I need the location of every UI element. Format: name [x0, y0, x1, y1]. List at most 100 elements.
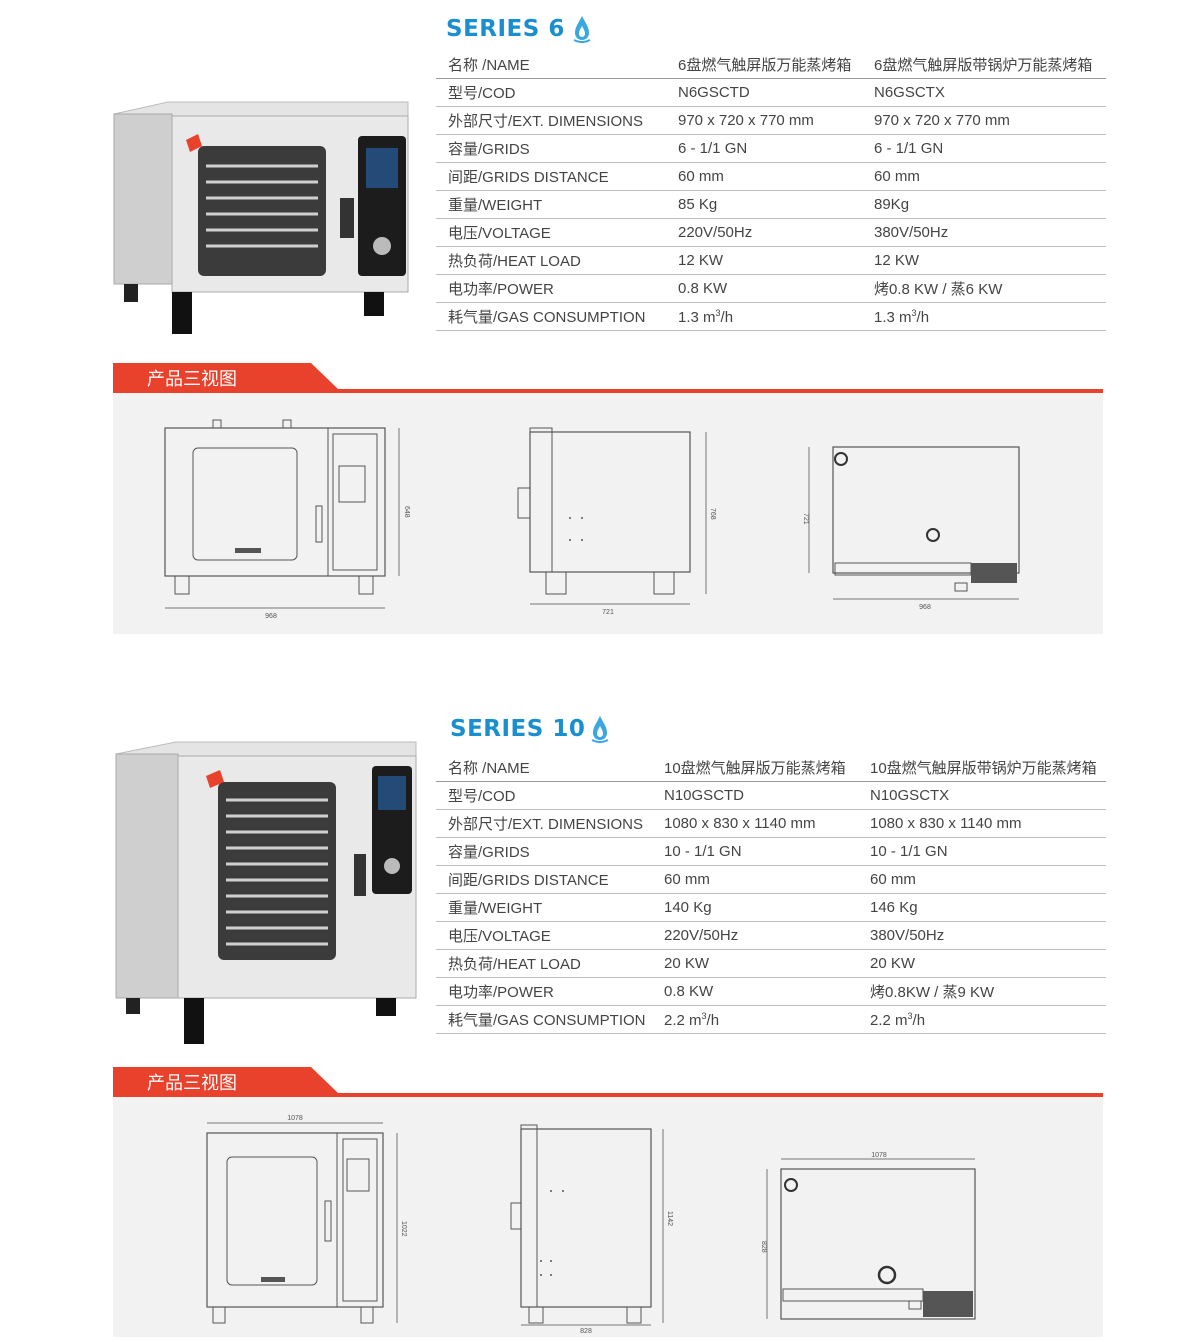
spec-value-text: 6 - 1/1 GN [678, 140, 748, 157]
spec-value: 1080 x 830 x 1140 mm [858, 809, 1106, 838]
spec-label: 名称 /NAME [436, 51, 666, 79]
unit-superscript: 3 [911, 307, 917, 318]
spec-value-text: 20 KW [870, 955, 916, 972]
spec-value-text: 12 KW [874, 252, 920, 269]
series6-front-width-label: 968 [265, 613, 277, 618]
spec-value: 140 Kg [652, 893, 858, 922]
spec-value: 12 KW [666, 246, 862, 275]
series10-header: SERIES 10 [450, 714, 611, 744]
spec-value-text: 6 - 1/1 GN [874, 140, 944, 157]
series10-banner-title: 产品三视图 [147, 1073, 237, 1094]
spec-value-text: N6GSCTX [874, 84, 945, 101]
spec-value: 220V/50Hz [666, 218, 862, 247]
spec-value: 60 mm [666, 162, 862, 191]
series10-side-height-label: 1142 [666, 1211, 673, 1226]
spec-value-text: 85 Kg [678, 196, 718, 213]
spec-value-text: N10GSCTD [664, 787, 745, 804]
spec-value-text: 10盘燃气触屏版带锅炉万能蒸烤箱 [870, 760, 1097, 777]
series10-top-depth-label: 828 [760, 1241, 767, 1253]
series10-top-width-label: 1078 [871, 1152, 887, 1159]
spec-label-text: 耗气量/GAS CONSUMPTION [448, 1012, 646, 1029]
series10-top-view: 1078 828 [760, 1152, 976, 1320]
series6-header: SERIES 6 [446, 14, 593, 44]
series6-side-view: 721 768 [517, 427, 716, 616]
spec-value: 380V/50Hz [858, 921, 1106, 950]
spec-value-text: 60 mm [874, 168, 920, 185]
unit-superscript: 3 [907, 1010, 913, 1021]
spec-label: 间距/GRIDS DISTANCE [436, 162, 666, 191]
spec-value-text: 60 mm [678, 168, 724, 185]
spec-label: 重量/WEIGHT [436, 190, 666, 219]
spec-row: 热负荷/HEAT LOAD 12 KW 12 KW [436, 246, 1106, 275]
spec-row: 间距/GRIDS DISTANCE 60 mm 60 mm [436, 162, 1106, 191]
spec-label-text: 外部尺寸/EXT. DIMENSIONS [448, 816, 644, 833]
spec-value: 6 - 1/1 GN [666, 134, 862, 163]
spec-row: 重量/WEIGHT 85 Kg 89Kg [436, 190, 1106, 219]
spec-label: 外部尺寸/EXT. DIMENSIONS [436, 106, 666, 135]
spec-label: 电压/VOLTAGE [436, 218, 666, 247]
spec-label-text: 容量/GRIDS [448, 844, 530, 861]
spec-value: 12 KW [862, 246, 1106, 275]
spec-row: 间距/GRIDS DISTANCE 60 mm 60 mm [436, 865, 1106, 894]
series6-drawings-panel: 968 648 721 768 968 721 [113, 393, 1103, 634]
spec-value-text: 20 KW [664, 955, 710, 972]
spec-value: 1080 x 830 x 1140 mm [652, 809, 858, 838]
spec-label-text: 间距/GRIDS DISTANCE [448, 872, 609, 889]
spec-value: 1.3 m3/h [862, 302, 1106, 331]
spec-value: 146 Kg [858, 893, 1106, 922]
spec-value-text: 60 mm [870, 871, 916, 888]
spec-value: 2.2 m3/h [858, 1005, 1106, 1034]
series6-title: SERIES 6 [446, 16, 565, 42]
spec-value: 85 Kg [666, 190, 862, 219]
spec-value: N6GSCTX [862, 78, 1106, 107]
spec-row: 外部尺寸/EXT. DIMENSIONS 1080 x 830 x 1140 mm… [436, 809, 1106, 838]
spec-label-text: 热负荷/HEAT LOAD [448, 956, 581, 973]
spec-label-text: 电功率/POWER [448, 984, 554, 1001]
spec-label-text: 外部尺寸/EXT. DIMENSIONS [448, 113, 644, 130]
series6-front-height-label: 648 [403, 506, 410, 518]
series6-top-depth-label: 721 [802, 513, 809, 525]
spec-label: 热负荷/HEAT LOAD [436, 246, 666, 275]
spec-value: 烤0.8 KW / 蒸6 KW [862, 274, 1106, 303]
spec-value-text: 12 KW [678, 252, 724, 269]
spec-value: 10盘燃气触屏版万能蒸烤箱 [652, 754, 858, 782]
spec-value: 6盘燃气触屏版万能蒸烤箱 [666, 51, 862, 79]
spec-value: 89Kg [862, 190, 1106, 219]
series6-top-width-label: 968 [919, 604, 931, 611]
spec-value-text: 140 Kg [664, 899, 712, 916]
series10-front-height-label: 1022 [400, 1221, 407, 1237]
series6-banner-title: 产品三视图 [147, 369, 237, 390]
spec-label-text: 电压/VOLTAGE [448, 928, 551, 945]
water-drop-icon [573, 16, 591, 43]
spec-label: 型号/COD [436, 781, 652, 810]
spec-label: 电功率/POWER [436, 274, 666, 303]
spec-label: 容量/GRIDS [436, 837, 652, 866]
spec-value-text: 10 - 1/1 GN [870, 843, 948, 860]
spec-label-text: 重量/WEIGHT [448, 197, 543, 214]
series6-front-view: 968 648 [164, 419, 410, 618]
spec-value: 20 KW [858, 949, 1106, 978]
spec-value: 10 - 1/1 GN [652, 837, 858, 866]
spec-value: 60 mm [652, 865, 858, 894]
spec-label-text: 电功率/POWER [448, 281, 554, 298]
spec-label-text: 名称 /NAME [448, 57, 530, 74]
spec-row: 容量/GRIDS 10 - 1/1 GN 10 - 1/1 GN [436, 837, 1106, 866]
series10-front-width-label: 1078 [287, 1115, 303, 1122]
spec-value: 1.3 m3/h [666, 302, 862, 331]
spec-value: 6盘燃气触屏版带锅炉万能蒸烤箱 [862, 51, 1106, 79]
series6-views-banner: 产品三视图 [113, 363, 1103, 399]
spec-value: 220V/50Hz [652, 921, 858, 950]
spec-label: 耗气量/GAS CONSUMPTION [436, 1005, 652, 1034]
series6-top-view: 968 721 [802, 446, 1020, 611]
spec-value: 0.8 KW [666, 274, 862, 303]
spec-value-text: 380V/50Hz [874, 224, 949, 241]
spec-value: 烤0.8KW / 蒸9 KW [858, 977, 1106, 1006]
